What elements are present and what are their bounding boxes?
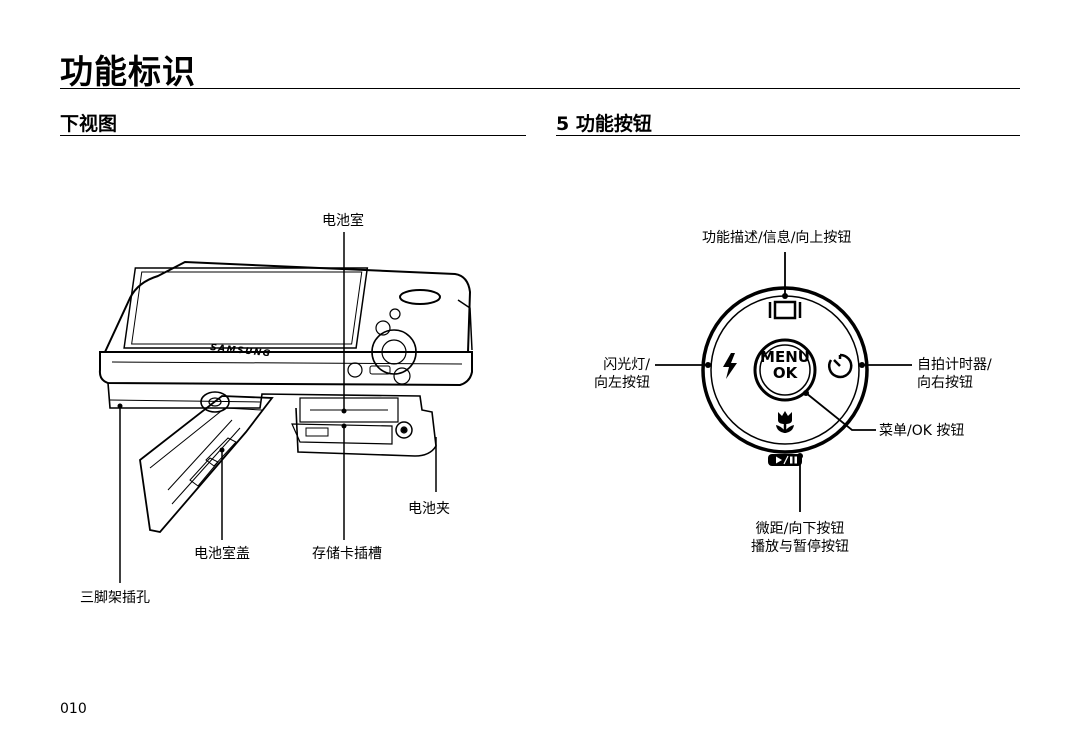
play-pause-icon[interactable]	[767, 453, 803, 467]
self-timer-icon[interactable]	[826, 352, 854, 380]
label-left-button: 闪光灯/ 向左按钮	[560, 356, 650, 392]
page-number: 010	[60, 701, 87, 717]
label-left-line1: 闪光灯/	[603, 357, 650, 373]
label-right-line2: 向右按钮	[917, 375, 973, 391]
macro-icon[interactable]	[773, 409, 797, 435]
label-right-line1: 自拍计时器/	[917, 357, 992, 373]
section-rule-left	[60, 135, 526, 136]
section-heading-function-buttons: 5 功能按钮	[556, 113, 652, 135]
section-heading-bottom-view: 下视图	[60, 113, 118, 135]
label-tripod-socket: 三脚架插孔	[80, 590, 150, 606]
label-left-line2: 向左按钮	[594, 375, 650, 391]
label-up-button: 功能描述/信息/向上按钮	[702, 230, 852, 246]
title-rule	[60, 88, 1020, 89]
callout-lines-right	[655, 252, 912, 512]
ok-label: OK	[772, 364, 798, 382]
label-battery-chamber: 电池室	[322, 213, 364, 229]
page-title: 功能标识	[60, 52, 196, 91]
display-icon[interactable]	[768, 298, 802, 322]
camera-body	[98, 260, 473, 533]
menu-ok-button[interactable]: MENU OK	[755, 349, 815, 381]
label-memory-slot: 存储卡插槽	[312, 546, 382, 562]
flash-icon[interactable]	[719, 352, 741, 380]
label-down-button: 微距/向下按钮 播放与暂停按钮	[720, 520, 880, 556]
label-right-button: 自拍计时器/ 向右按钮	[917, 356, 992, 392]
label-down-line1: 微距/向下按钮	[755, 521, 845, 537]
brand-logo-text: SAMSUNG	[210, 343, 272, 359]
menu-label: MENU	[760, 348, 810, 366]
section-rule-right	[556, 135, 1020, 136]
callout-dots-left	[117, 403, 407, 453]
label-ok-button: 菜单/OK 按钮	[879, 423, 965, 439]
label-battery-cover: 电池室盖	[194, 546, 250, 562]
label-battery-holder: 电池夹	[408, 501, 450, 517]
callout-lines-left	[119, 232, 437, 583]
label-down-line2: 播放与暂停按钮	[751, 539, 849, 555]
